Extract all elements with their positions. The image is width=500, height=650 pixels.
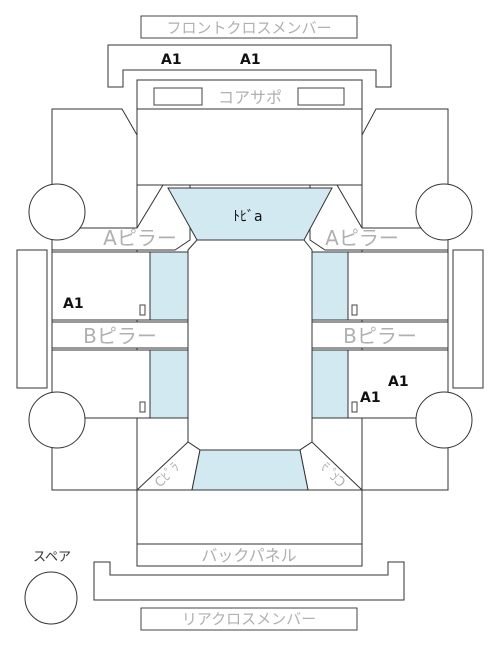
spare-tire[interactable] (24, 571, 78, 625)
core-support-slot-right (297, 87, 345, 106)
damage-mark-left-door: A1 (63, 296, 84, 312)
b-pillar-right-band[interactable] (311, 321, 449, 349)
left-front-window[interactable] (149, 251, 189, 321)
rear-cross-member-box[interactable] (140, 607, 358, 631)
a-pillar-right-label: Aピラー (325, 226, 399, 250)
right-rear-wheel[interactable] (415, 391, 473, 449)
front-cross-member-box[interactable] (140, 15, 358, 39)
damage-mark-front-right: A1 (240, 52, 261, 68)
right-side-skirt[interactable] (452, 249, 484, 389)
roof-label: ﾄﾋﾞa (233, 209, 263, 225)
rear-window[interactable] (191, 449, 309, 491)
front-cross-member-label: フロントクロスメンバー (166, 19, 331, 37)
left-rear-wheel[interactable] (28, 391, 86, 449)
left-front-door-handle (139, 304, 146, 316)
damage-mark-right-rear-1: A1 (388, 374, 409, 390)
left-front-wheel[interactable] (28, 183, 86, 241)
b-pillar-left-band[interactable] (51, 321, 189, 349)
roof-panel[interactable] (187, 239, 313, 451)
right-rear-window[interactable] (311, 349, 349, 419)
left-rear-window[interactable] (149, 349, 189, 419)
b-pillar-left-label: Bピラー (83, 324, 157, 348)
right-front-door[interactable] (347, 251, 449, 321)
a-pillar-left-label: Aピラー (103, 226, 177, 250)
core-support-slot-left (153, 87, 203, 106)
right-front-wheel[interactable] (415, 183, 473, 241)
right-front-window[interactable] (311, 251, 349, 321)
core-support-label: コアサポ (218, 88, 282, 107)
left-side-skirt[interactable] (16, 249, 48, 389)
front-bumper[interactable] (107, 44, 392, 88)
right-front-door-handle (351, 304, 358, 316)
rear-bumper[interactable] (93, 561, 405, 601)
damage-mark-front-left: A1 (161, 52, 182, 68)
right-rear-door-handle (351, 401, 358, 413)
rear-cross-member-label: リアクロスメンバー (182, 610, 316, 628)
back-panel-box[interactable] (136, 543, 363, 567)
spare-label: スペア (33, 550, 71, 565)
back-panel-label: バックパネル (201, 546, 296, 565)
b-pillar-right-label: Bピラー (343, 324, 417, 348)
damage-mark-right-rear-2: A1 (360, 390, 381, 406)
trunk-lid[interactable] (136, 489, 363, 545)
left-front-door[interactable] (51, 251, 151, 321)
left-rear-door-handle (139, 401, 146, 413)
